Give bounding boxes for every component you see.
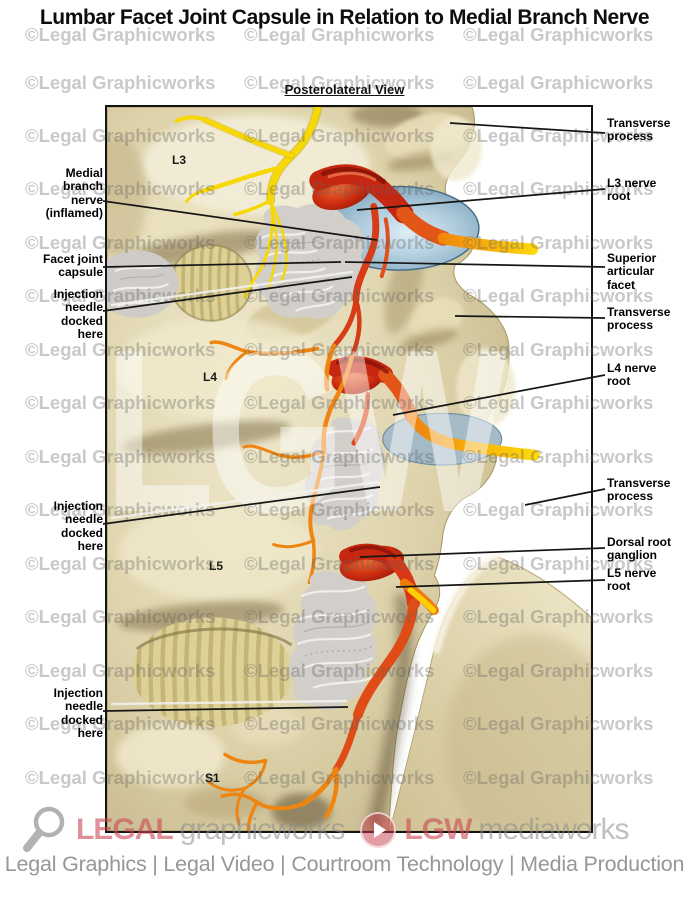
- spine-illustration: [107, 107, 591, 831]
- label-injection-needle-1: Injection needle docked here: [53, 287, 103, 342]
- label-l4-nerve-root: L4 nerve root: [607, 361, 657, 389]
- vertebra-label-s1: S1: [205, 771, 220, 785]
- label-superior-articular-facet: Superior articular facet: [607, 251, 657, 292]
- view-subtitle: Posterolateral View: [284, 82, 405, 97]
- label-l5-nerve-root: L5 nerve root: [607, 566, 657, 594]
- orange-s1-branches: [207, 752, 305, 831]
- illustration-frame: [105, 105, 593, 833]
- label-transverse-process-l3: Transverse process: [607, 116, 671, 144]
- magnifier-icon: [23, 806, 65, 852]
- disc-l5-s1: [131, 617, 293, 727]
- footer-tagline: Legal Graphics | Legal Video | Courtroom…: [4, 852, 685, 876]
- label-facet-joint-capsule: Facet joint capsule: [42, 252, 103, 280]
- l4-nerve-root-graphic: [326, 355, 540, 461]
- orange-medial-branches: [209, 340, 355, 585]
- label-dorsal-root-ganglion: Dorsal root ganglion: [607, 535, 672, 563]
- vertebra-label-l4: L4: [203, 370, 218, 384]
- vertebra-label-l5: L5: [209, 559, 224, 573]
- label-injection-needle-3: Injection needle docked here: [53, 686, 103, 741]
- pelvic-bone: [389, 552, 591, 831]
- label-l3-nerve-root: L3 nerve root: [607, 176, 657, 204]
- label-medial-branch-nerve: Medial branch nerve (inflamed): [45, 166, 103, 221]
- facet-capsule-l5-s1: [288, 570, 378, 711]
- label-transverse-process-l5: Transverse process: [607, 476, 671, 504]
- label-injection-needle-2: Injection needle docked here: [53, 499, 103, 554]
- page-title: Lumbar Facet Joint Capsule in Relation t…: [39, 6, 650, 29]
- label-transverse-process-l4: Transverse process: [607, 305, 671, 333]
- vertebra-label-l3: L3: [172, 153, 187, 167]
